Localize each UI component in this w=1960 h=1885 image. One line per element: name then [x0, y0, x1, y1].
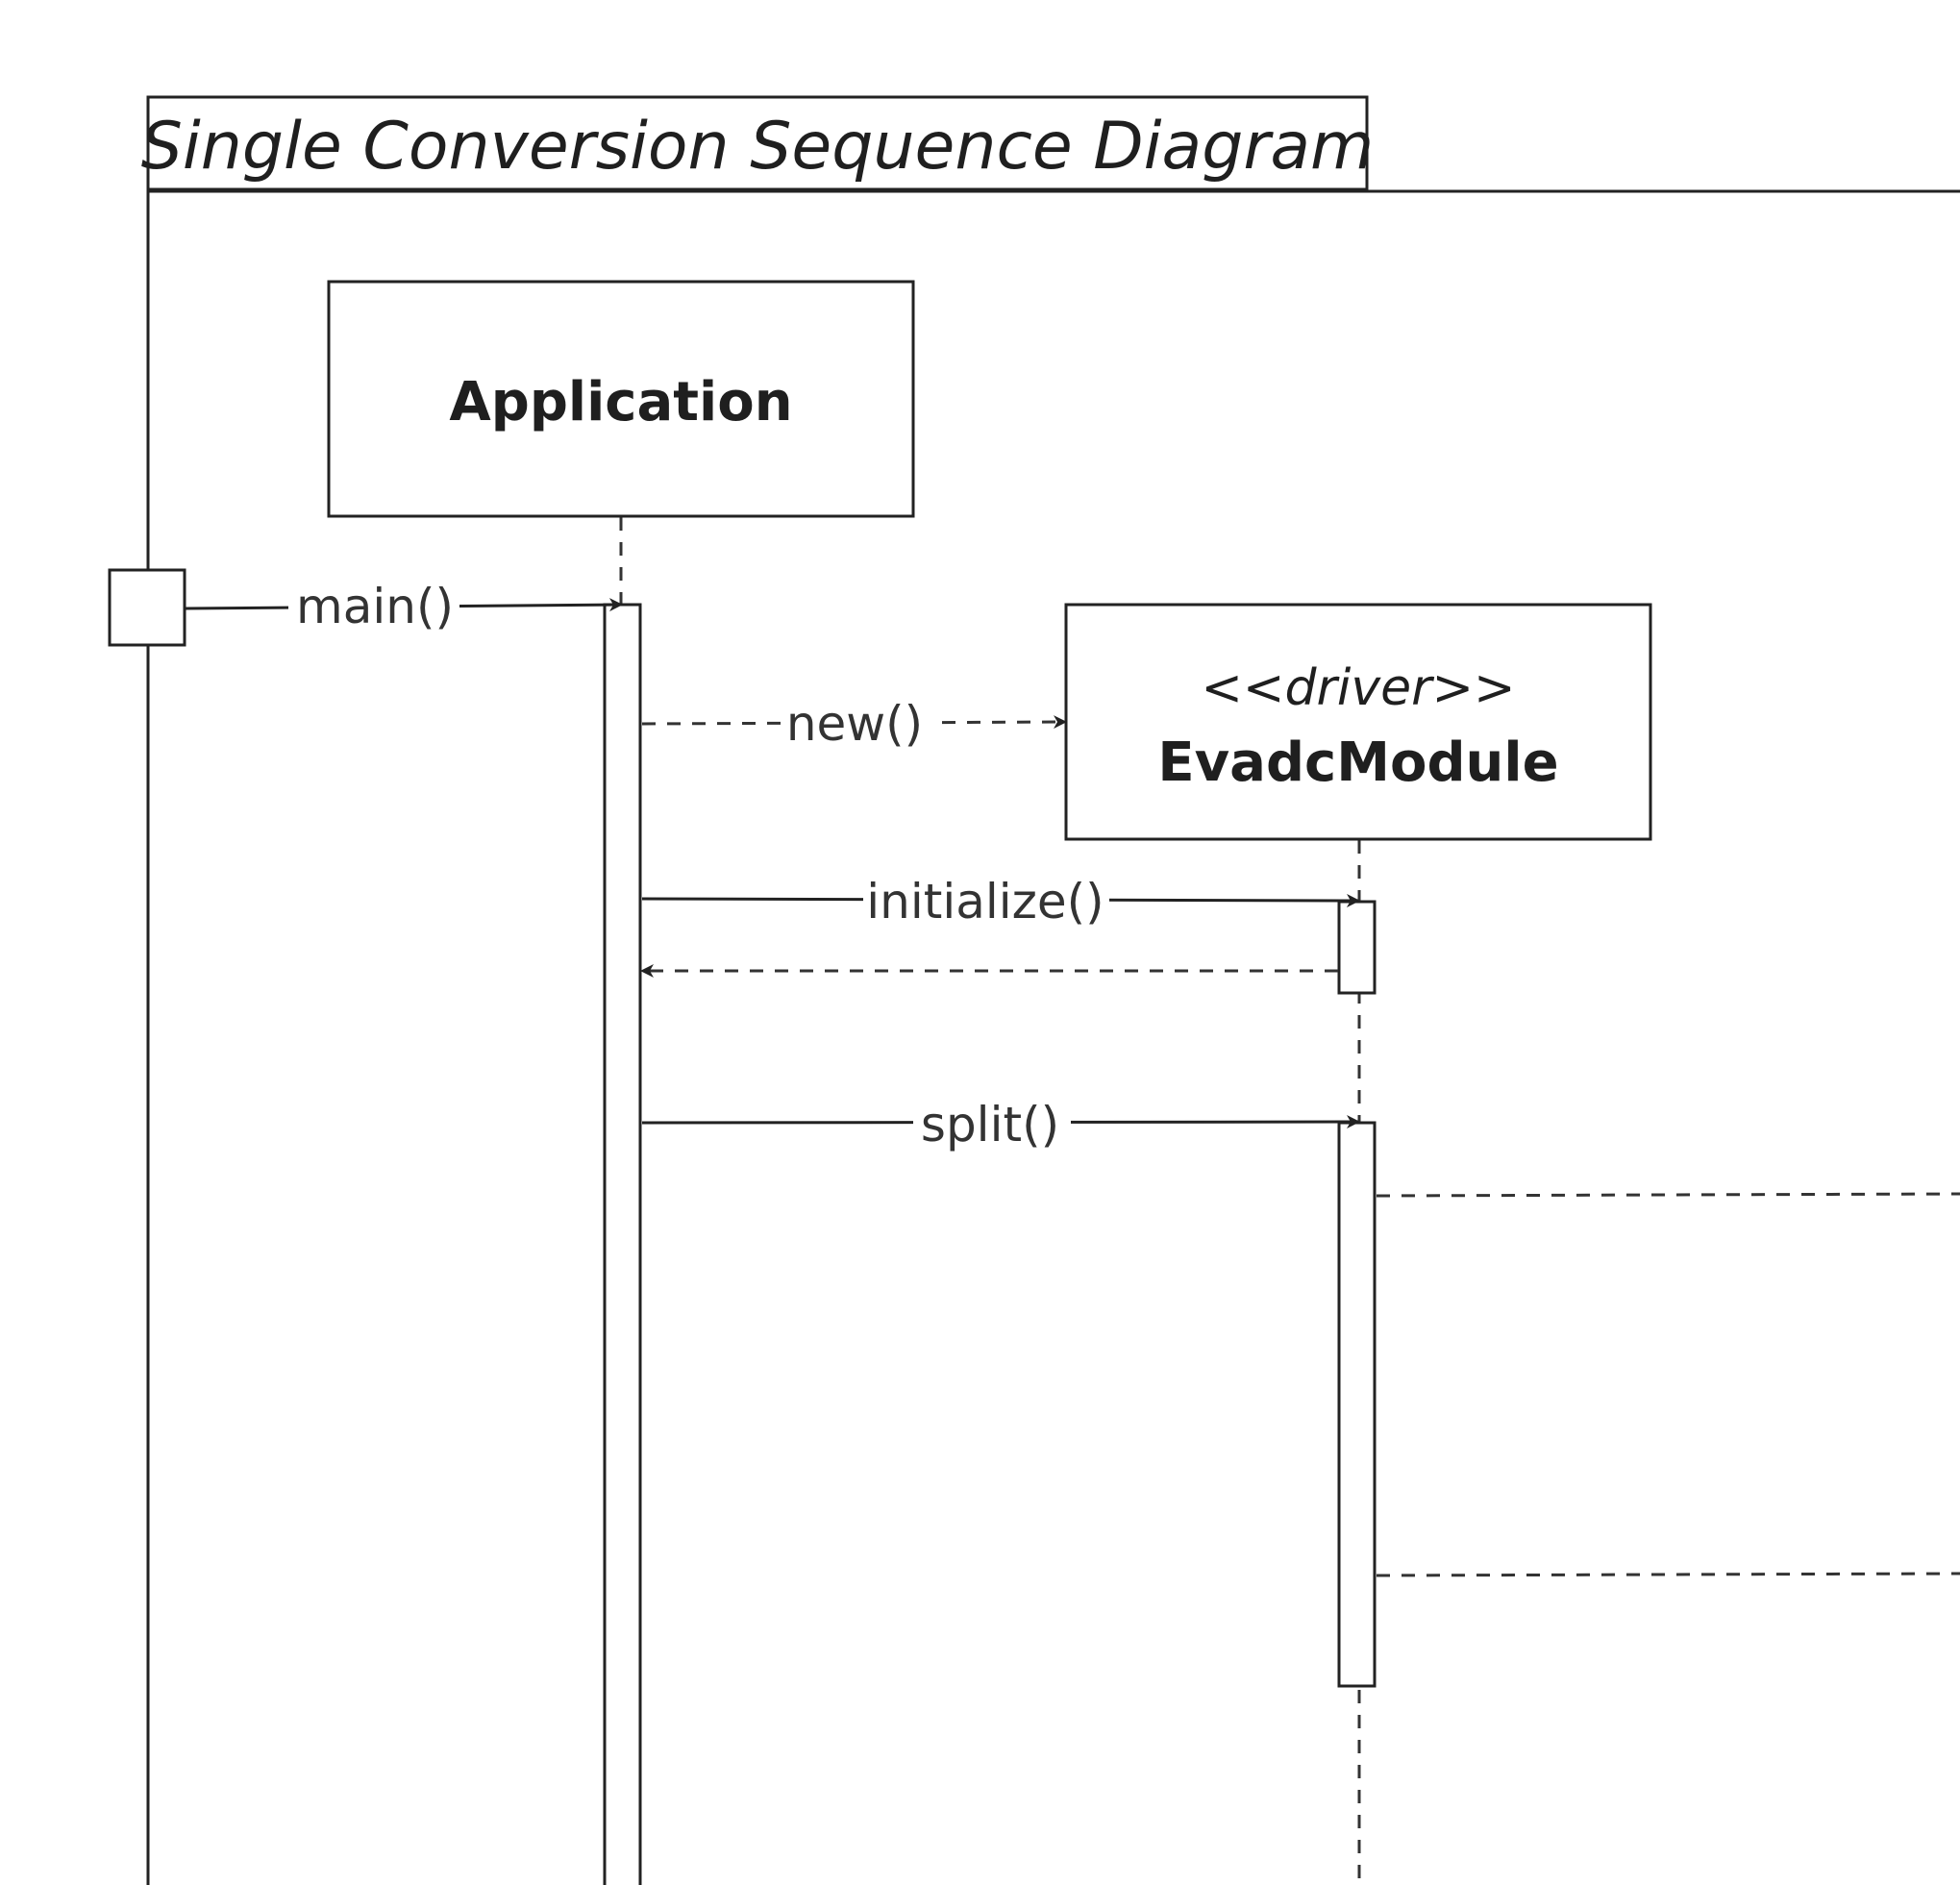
message-new[interactable]: new() [641, 690, 1067, 754]
message-split-label-bg [913, 1091, 1071, 1154]
message-new-label: new() [786, 696, 923, 752]
frame-title-tab [146, 95, 1369, 191]
outgoing-dashed-line-upper[interactable] [1376, 1192, 1960, 1198]
lifeline-application[interactable]: Application [327, 280, 915, 1885]
message-main[interactable]: main() [185, 577, 623, 638]
message-split[interactable]: split() [641, 1091, 1360, 1154]
lifeline-evadc-module[interactable]: <<driver>> EvadcModule [1064, 603, 1652, 1885]
message-initialize-label-bg [863, 868, 1109, 931]
message-new-label-bg [781, 690, 938, 754]
diagram-frame: Single Conversion Sequence Diagram [141, 95, 1960, 1885]
outgoing-dashed-line-lower[interactable] [1376, 1572, 1960, 1577]
evadc-activation-initialize[interactable] [1337, 900, 1377, 995]
evadc-stereotype: <<driver>> [1201, 659, 1515, 717]
application-lifeline-name: Application [449, 371, 792, 434]
evadc-lifeline-name: EvadcModule [1157, 732, 1558, 794]
evadc-lifeline-head[interactable] [1064, 603, 1652, 841]
application-lifeline-head[interactable] [327, 280, 915, 518]
message-initialize[interactable]: initialize() [641, 868, 1360, 931]
evadc-activation-split[interactable] [1337, 1121, 1377, 1688]
frame-title: Single Conversion Sequence Diagram [141, 109, 1375, 185]
message-initialize-label: initialize() [866, 874, 1104, 930]
application-activation-bar[interactable] [603, 603, 642, 1885]
message-main-label-bg [288, 577, 459, 638]
gate-box[interactable] [108, 568, 186, 647]
message-split-label: split() [921, 1097, 1059, 1153]
message-main-label: main() [296, 579, 454, 634]
